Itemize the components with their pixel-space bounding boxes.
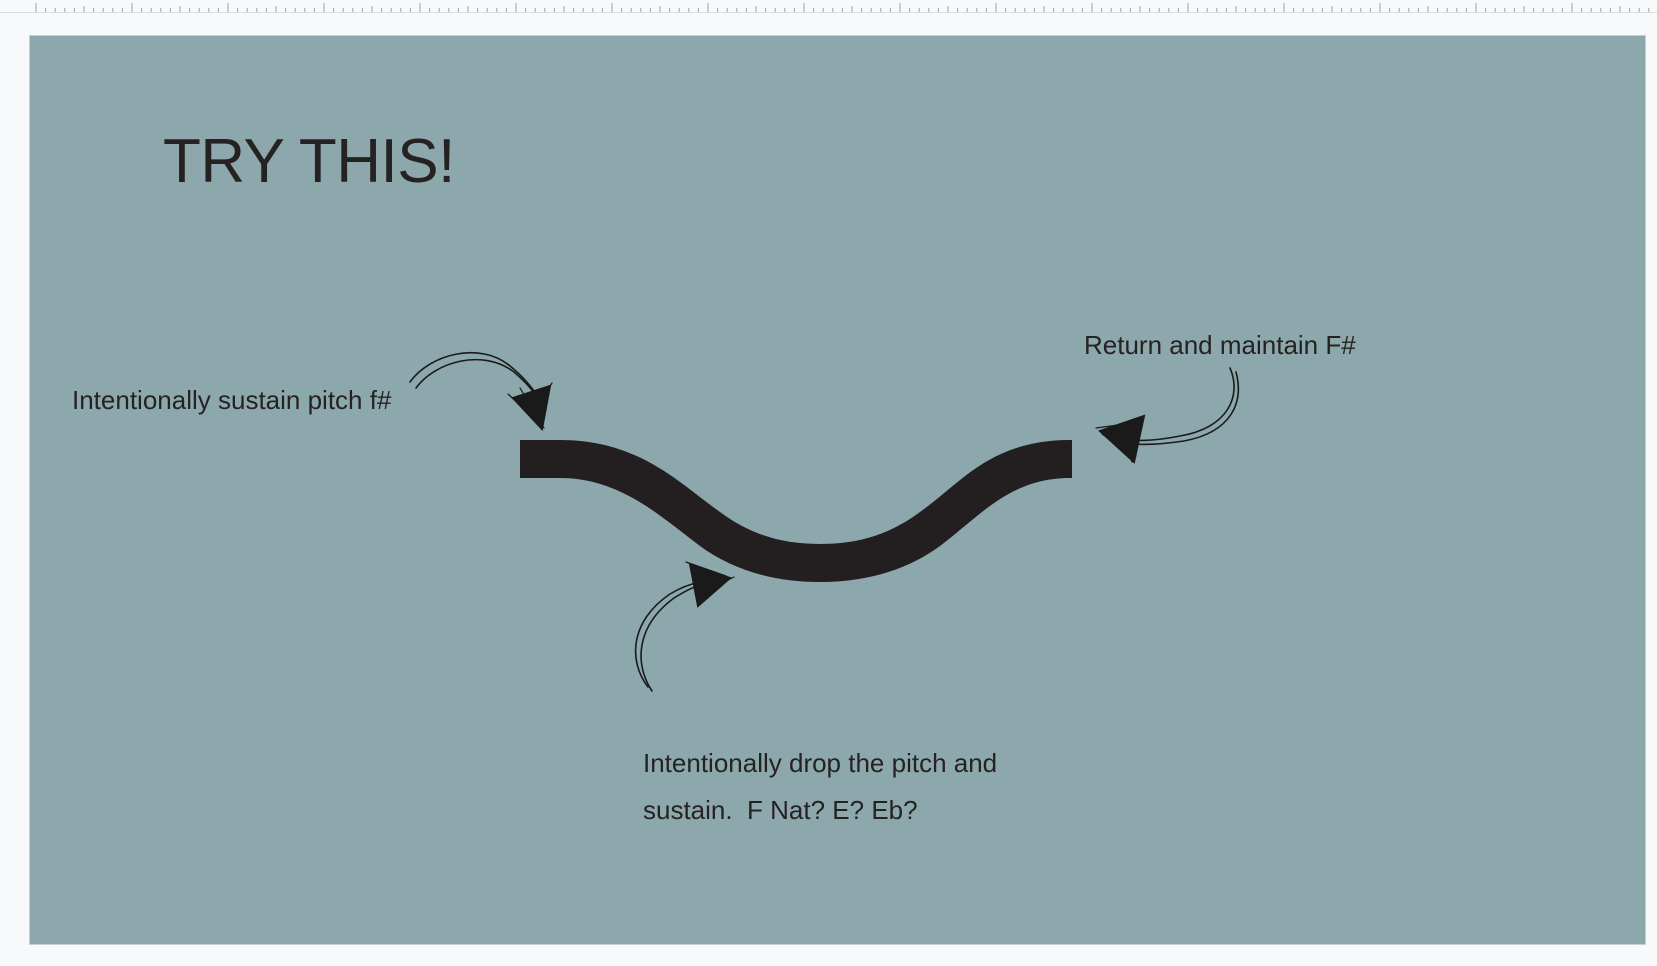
pitch-curve-shape[interactable] — [520, 440, 1072, 582]
annotation-return-pitch[interactable]: Return and maintain F# — [1084, 330, 1356, 360]
horizontal-ruler — [0, 0, 1657, 13]
annotation-drop-line-1: Intentionally drop the pitch and — [643, 748, 998, 778]
slide-title[interactable]: TRY THIS! — [163, 127, 455, 196]
slide-background: TRY THIS! Intentionally sustain pitch f#… — [30, 36, 1645, 944]
annotation-drop-line-2: sustain. F Nat? E? Eb? — [643, 795, 918, 825]
annotation-sustain-pitch[interactable]: Intentionally sustain pitch f# — [72, 385, 392, 415]
arrow-icon[interactable] — [409, 352, 553, 432]
arrow-icon[interactable] — [634, 561, 735, 692]
ruler-ticks — [35, 3, 1650, 12]
arrow-icon[interactable] — [1095, 367, 1240, 464]
annotation-drop-pitch[interactable]: Intentionally drop the pitch and sustain… — [643, 740, 997, 834]
slide-canvas[interactable]: TRY THIS! Intentionally sustain pitch f#… — [29, 35, 1646, 945]
slide-drawing — [409, 352, 1240, 692]
